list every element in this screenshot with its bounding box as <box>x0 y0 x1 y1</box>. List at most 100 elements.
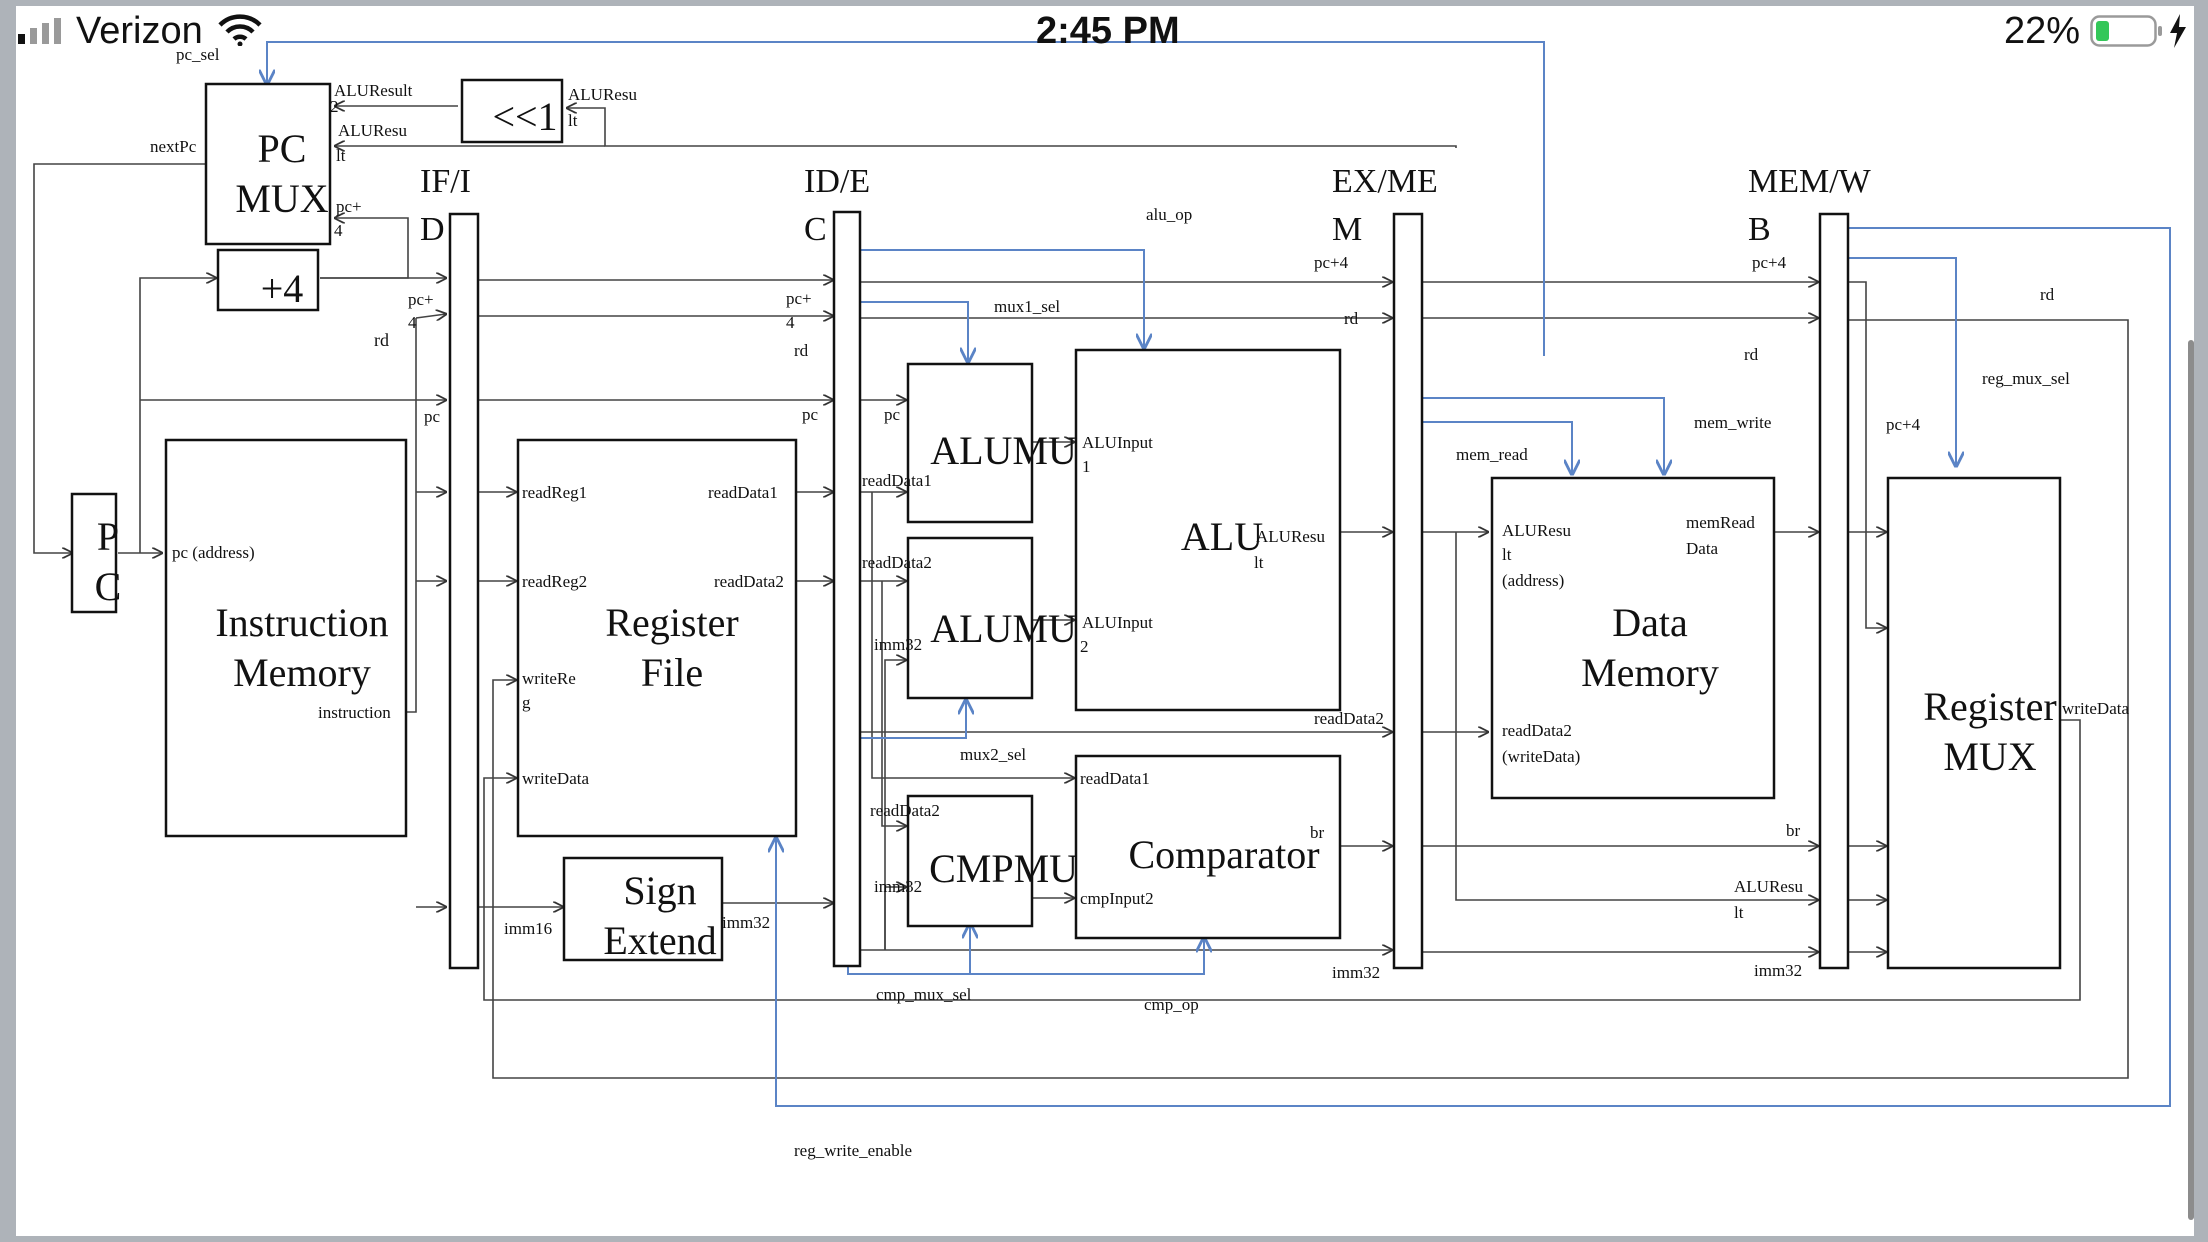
signal-write-reg-b: g <box>522 693 531 712</box>
signal-shift-in-a: ALUResu <box>568 85 637 104</box>
plus4-adder-block: +4 <box>216 248 320 312</box>
signal-memwb-pc4: pc+4 <box>1752 253 1787 272</box>
signal-cmp-read-data2: readData2 <box>870 801 940 820</box>
signal-dm-alu-addr-a: ALUResu <box>1502 521 1571 540</box>
pipeline-register-idec: ID/E C <box>804 163 870 968</box>
signal-mux2-sel: mux2_sel <box>960 745 1026 764</box>
signal-read-reg1: readReg1 <box>522 483 587 502</box>
stage-memwb-label-1: MEM/W <box>1748 163 1872 200</box>
signal-labels: pc_sel ALUResu lt 2 ALUResu lt ALUResu lt… <box>150 45 2129 1160</box>
signal-memwb-alu-b: lt <box>1734 903 1744 922</box>
signal-memwb-rd: rd <box>1744 345 1759 364</box>
pc-mux-label-1: PC <box>258 126 307 171</box>
wifi-icon <box>218 14 262 46</box>
signal-alumux1-pc: pc <box>884 405 901 424</box>
plus4-label: +4 <box>261 266 304 311</box>
signal-mem-read-data-b: Data <box>1686 539 1719 558</box>
stage-exmem-label-1: EX/ME <box>1332 163 1438 200</box>
vertical-scrollbar[interactable] <box>2188 340 2194 1220</box>
data-memory-label-2: Memory <box>1581 650 1719 695</box>
shift-left-block: <<1 <box>460 78 564 144</box>
stage-idec-label-2: C <box>804 211 827 248</box>
signal-imm32-se: imm32 <box>722 913 770 932</box>
signal-memwb-br: br <box>1786 821 1801 840</box>
pc-register-block: P C <box>70 492 122 614</box>
signal-read-data1: readData1 <box>708 483 778 502</box>
signal-alu-result-b: lt <box>1254 553 1264 572</box>
alumux2-block: ALUMUX2 <box>906 536 1126 700</box>
signal-shift-in-b: lt <box>568 111 578 130</box>
register-mux-label-1: Register <box>1923 684 2056 729</box>
signal-alu-op: alu_op <box>1146 205 1192 224</box>
signal-read-reg2: readReg2 <box>522 572 587 591</box>
charging-bolt-icon <box>2170 14 2186 48</box>
signal-write-reg-a: writeRe <box>522 669 576 688</box>
signal-ifid-rd: rd <box>374 330 389 350</box>
cellular-signal-icon <box>18 18 61 44</box>
sign-extend-block: Sign Extend <box>562 856 724 963</box>
pc-label-1: P <box>97 514 119 559</box>
signal-cmp-read-data1: readData1 <box>1080 769 1150 788</box>
signal-wb-rd: rd <box>2040 285 2055 304</box>
signal-alu-input2-b: 2 <box>1080 637 1089 656</box>
signal-exmem-imm32: imm32 <box>1332 963 1380 982</box>
signal-alu-result-lt-a: ALUResu <box>338 121 407 140</box>
signal-pc4-a: pc+ <box>336 197 362 216</box>
pc-label-2: C <box>95 564 122 609</box>
signal-mux1-sel: mux1_sel <box>994 297 1060 316</box>
signal-alumux2-read-data2: readData2 <box>862 553 932 572</box>
sign-extend-label-2: Extend <box>603 918 716 963</box>
signal-ifid-pc: pc <box>424 407 441 426</box>
register-mux-block: Register MUX <box>1886 476 2062 970</box>
signal-exmem-pc4: pc+4 <box>1314 253 1349 272</box>
shift-left-label: <<1 <box>492 94 557 139</box>
stage-exmem-label-2: M <box>1332 211 1362 248</box>
signal-mem-read: mem_read <box>1456 445 1528 464</box>
signal-dm-read-data2-a: readData2 <box>1502 721 1572 740</box>
carrier-name: Verizon <box>76 10 203 52</box>
signal-alu-input2-a: ALUInput <box>1082 613 1153 632</box>
signal-mem-write: mem_write <box>1694 413 1771 432</box>
register-mux-label-2: MUX <box>1943 734 2036 779</box>
signal-cmp-imm32: imm32 <box>874 877 922 896</box>
stage-ifid-label-2: D <box>420 211 445 248</box>
signal-br: br <box>1310 823 1325 842</box>
signal-instruction: instruction <box>318 703 391 722</box>
instruction-memory-block: Instruction Memory <box>164 438 408 838</box>
signal-exmem-rd: rd <box>1344 309 1359 328</box>
alumux1-block: ALUMUX1 <box>906 362 1126 524</box>
signal-next-pc: nextPc <box>150 137 197 156</box>
signal-alu-result-a: ALUResu <box>1256 527 1325 546</box>
signal-mem-read-data-a: memRead <box>1686 513 1755 532</box>
ios-status-bar: Verizon 2:45 PM 22% <box>0 0 2208 62</box>
signal-idec-pc4-a: pc+ <box>786 289 812 308</box>
comparator-block: Comparator <box>1074 754 1342 940</box>
datapath-wires <box>33 106 2129 1079</box>
battery-percentage: 22% <box>2004 10 2081 52</box>
signal-pc-address: pc (address) <box>172 543 255 562</box>
register-file-block: Register File <box>516 438 798 838</box>
instruction-memory-label-2: Memory <box>233 650 371 695</box>
signal-memwb-imm32: imm32 <box>1754 961 1802 980</box>
data-memory-label-1: Data <box>1612 600 1688 645</box>
stage-memwb-label-2: B <box>1748 211 1771 248</box>
signal-cmp-op: cmp_op <box>1144 995 1199 1014</box>
control-wires <box>267 41 2171 1107</box>
instruction-memory-label-1: Instruction <box>215 600 388 645</box>
stage-ifid-label-1: IF/I <box>420 163 471 200</box>
status-time: 2:45 PM <box>1036 10 1180 52</box>
sign-extend-label-1: Sign <box>623 868 696 913</box>
pc-mux-label-2: MUX <box>235 176 328 221</box>
signal-pc-sel: pc_sel <box>176 45 220 64</box>
signal-alumux2-imm32: imm32 <box>874 635 922 654</box>
signal-alu-input1-b: 1 <box>1082 457 1091 476</box>
signal-write-data-out: writeData <box>2062 699 2129 718</box>
signal-ifid-pc4-b: 4 <box>408 313 417 332</box>
battery-icon <box>2090 15 2162 47</box>
signal-read-data2: readData2 <box>714 572 784 591</box>
alu-label: ALU <box>1181 514 1263 559</box>
signal-imm16: imm16 <box>504 919 552 938</box>
signal-alu-result-lt-b: lt <box>336 146 346 165</box>
comparator-label: Comparator <box>1128 832 1319 877</box>
